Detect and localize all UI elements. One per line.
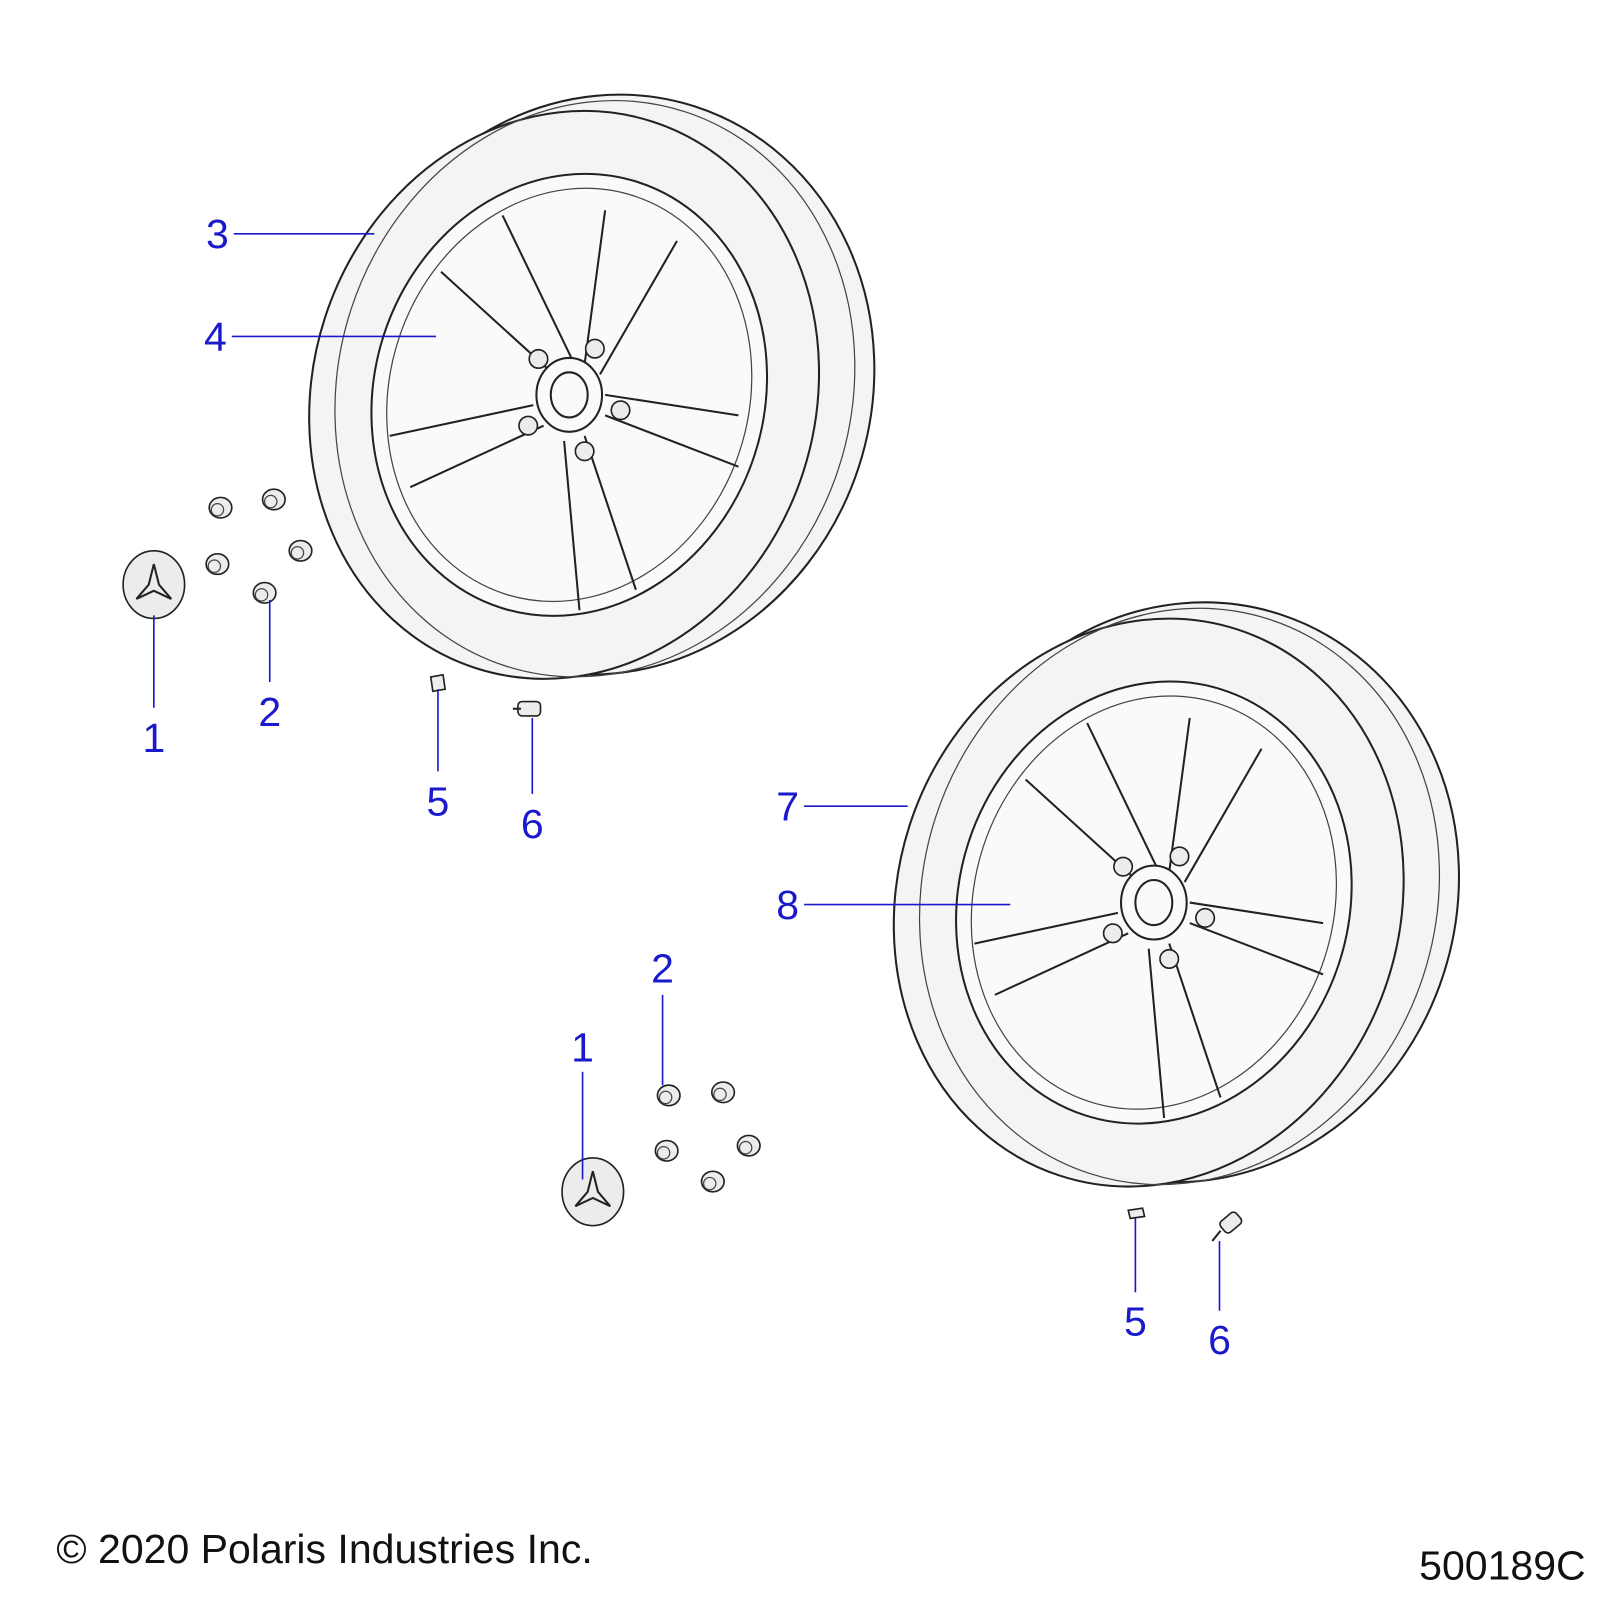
wheel-assembly-lower xyxy=(561,530,1535,1255)
valve-clip xyxy=(1127,1207,1146,1220)
callouts-lower: 7 8 2 1 5 6 xyxy=(571,784,1231,1363)
callout-1: 1 xyxy=(142,715,165,761)
callout-6: 6 xyxy=(1208,1317,1231,1363)
callout-2: 2 xyxy=(258,689,281,735)
center-cap xyxy=(122,549,186,620)
lug-nuts xyxy=(654,1081,761,1193)
callout-4: 4 xyxy=(204,314,227,360)
callout-5: 5 xyxy=(427,778,450,824)
callout-7: 7 xyxy=(776,784,799,830)
callout-3: 3 xyxy=(206,211,229,257)
callouts-upper: 3 4 1 2 5 6 xyxy=(142,211,543,847)
callout-5: 5 xyxy=(1124,1298,1147,1344)
drawing-number: 500189C xyxy=(1419,1542,1586,1588)
center-cap xyxy=(561,1156,625,1227)
valve-stem xyxy=(1211,1211,1243,1242)
valve-clip xyxy=(429,673,447,693)
wheel-assembly-upper xyxy=(122,23,951,747)
callout-6: 6 xyxy=(521,801,544,847)
callout-8: 8 xyxy=(776,882,799,928)
callout-1: 1 xyxy=(571,1025,594,1071)
valve-stem xyxy=(512,700,542,717)
copyright-notice: © 2020 Polaris Industries Inc. xyxy=(56,1526,592,1572)
lug-nuts xyxy=(205,488,313,604)
callout-2: 2 xyxy=(651,946,674,992)
